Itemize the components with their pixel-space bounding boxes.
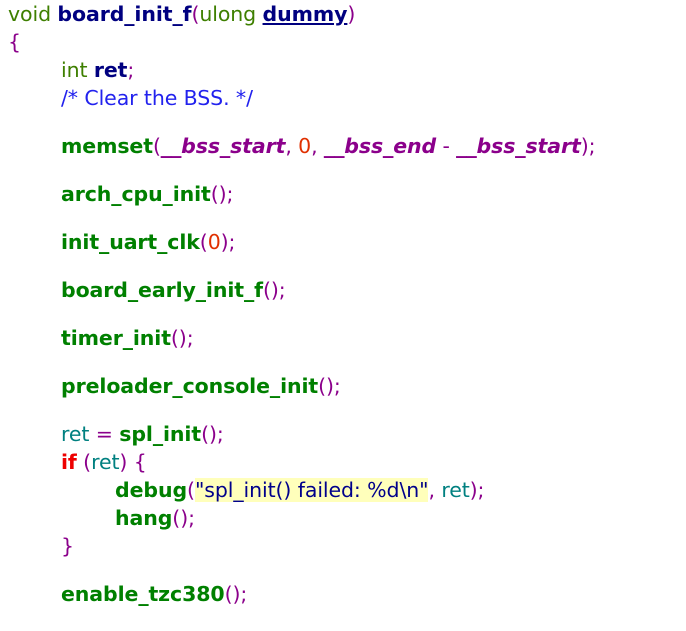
code-token: init_uart_clk [61, 230, 200, 254]
code-blank-line [0, 208, 686, 228]
code-token: hang [115, 506, 173, 530]
line-decl-ret: int ret; [0, 56, 686, 84]
code-token: void [8, 2, 51, 26]
code-token: __bss_start [456, 134, 581, 158]
code-token: ); [469, 478, 485, 502]
code-token: preloader_console_init [61, 374, 319, 398]
code-token: 0 [298, 134, 312, 158]
code-token: enable_tzc380 [61, 582, 225, 606]
code-token: timer_init [61, 326, 171, 350]
code-token: } [61, 534, 74, 558]
code-blank-line [0, 256, 686, 276]
code-token: { [133, 450, 147, 474]
code-blank-line [0, 112, 686, 132]
line-signature: void board_init_f(ulong dummy) [0, 0, 686, 28]
line-board-early-init-f: board_early_init_f(); [0, 276, 686, 304]
code-token: (); [224, 582, 248, 606]
line-hang-call: hang(); [0, 504, 686, 532]
code-token: board_early_init_f [61, 278, 263, 302]
code-token: if [61, 450, 77, 474]
code-token: - [436, 134, 457, 158]
code-token: "spl_init() failed: %d\n" [194, 478, 429, 502]
code-token: (); [262, 278, 286, 302]
code-token: spl_init [119, 422, 202, 446]
code-token: ret [441, 478, 470, 502]
code-token: (); [210, 182, 234, 206]
code-token: ); [220, 230, 236, 254]
code-token: , [428, 478, 442, 502]
code-token: ) [119, 450, 134, 474]
code-token: ( [187, 478, 195, 502]
code-token: ulong [199, 2, 257, 26]
code-token: = [89, 422, 120, 446]
code-token: ( [191, 2, 200, 26]
code-token: board_init_f [57, 2, 192, 26]
line-close-if-brace: } [0, 532, 686, 560]
line-ret-spl-init: ret = spl_init(); [0, 420, 686, 448]
code-token: ret [91, 450, 120, 474]
code-token: (); [170, 326, 194, 350]
code-token: debug [115, 478, 188, 502]
code-token: 0 [207, 230, 221, 254]
code-token: (); [172, 506, 195, 530]
code-token: (); [201, 422, 224, 446]
code-blank-line [0, 160, 686, 180]
line-comment-bss: /* Clear the BSS. */ [0, 84, 686, 112]
line-enable-tzc380: enable_tzc380(); [0, 580, 686, 608]
code-token: ) [347, 2, 356, 26]
code-token: { [8, 30, 21, 54]
line-preloader-console-init: preloader_console_init(); [0, 372, 686, 400]
code-token: ( [199, 230, 208, 254]
code-token: dummy [262, 2, 348, 26]
code-token: (); [318, 374, 341, 398]
code-token: /* Clear the BSS. */ [61, 86, 253, 110]
line-arch-cpu-init: arch_cpu_init(); [0, 180, 686, 208]
code-token: ( [152, 134, 161, 158]
line-init-uart-clk: init_uart_clk(0); [0, 228, 686, 256]
code-token: arch_cpu_init [61, 182, 211, 206]
code-token: __bss_start [160, 134, 286, 158]
code-token: , [285, 134, 299, 158]
code-blank-line [0, 304, 686, 324]
code-token: int [61, 58, 88, 82]
code-token: , [311, 134, 324, 158]
line-memset: memset(__bss_start, 0, __bss_end - __bss… [0, 132, 686, 160]
code-token: ( [83, 450, 92, 474]
line-timer-init: timer_init(); [0, 324, 686, 352]
line-debug-call: debug("spl_init() failed: %d\n", ret); [0, 476, 686, 504]
code-token: __bss_end [323, 134, 437, 158]
line-if-ret: if (ret) { [0, 448, 686, 476]
code-token: ; [127, 58, 135, 82]
code-blank-line [0, 352, 686, 372]
line-open-brace: { [0, 28, 686, 56]
code-token: ret [61, 422, 90, 446]
code-token: memset [61, 134, 153, 158]
code-token: ret [93, 58, 128, 82]
code-blank-line [0, 560, 686, 580]
code-blank-line [0, 400, 686, 420]
code-token: ); [580, 134, 596, 158]
